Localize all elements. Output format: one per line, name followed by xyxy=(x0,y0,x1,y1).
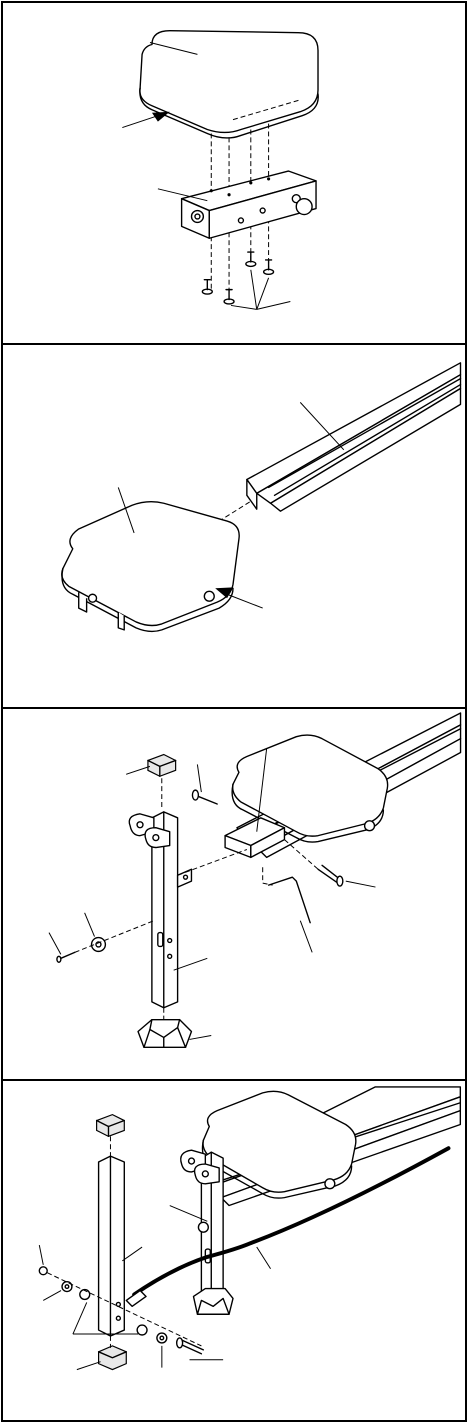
small-bolt xyxy=(57,952,75,962)
bolt-long xyxy=(192,790,217,804)
cross-alignment-line xyxy=(178,849,247,875)
callout-bottom-cap-leader xyxy=(77,1362,101,1370)
bottom-cap xyxy=(99,1346,127,1370)
spacer-right xyxy=(137,1325,147,1335)
step-4-panel xyxy=(1,1079,467,1422)
callout-bolt-leader xyxy=(197,764,201,792)
callout-screws-leader xyxy=(231,270,290,310)
wrench-alignment-line xyxy=(263,867,273,885)
callout-cable-leader xyxy=(257,1247,271,1269)
knob-alignment-line xyxy=(75,921,154,953)
step-1-panel xyxy=(1,1,467,345)
nut-left xyxy=(39,1267,47,1275)
callout-foot-leader xyxy=(189,1035,211,1039)
end-cap xyxy=(148,755,176,777)
step-3-drawing xyxy=(3,709,465,1079)
leg-foot xyxy=(138,1020,191,1048)
callout-nut-leader xyxy=(39,1245,43,1265)
washer-right xyxy=(157,1333,167,1343)
mounting-screws xyxy=(202,252,273,304)
end-cap xyxy=(97,1115,125,1137)
step-3-panel xyxy=(1,707,467,1081)
callout-washer-leader xyxy=(43,1291,61,1301)
bolt-rear xyxy=(177,1338,204,1354)
washer-left xyxy=(62,1282,72,1292)
callout-rear-leg-leader xyxy=(122,1247,142,1261)
step-2-panel xyxy=(1,343,467,709)
callout-knob-leader xyxy=(85,913,95,937)
carriage-bracket xyxy=(182,171,316,238)
seat-assembly xyxy=(62,502,239,632)
rear-leg xyxy=(99,1156,125,1336)
callout-bolt-right-leader xyxy=(346,881,376,887)
callout-leg-leader xyxy=(174,958,208,970)
step-2-drawing xyxy=(3,345,465,707)
arrow-seat-underside xyxy=(122,112,169,128)
callout-cap-leader xyxy=(126,766,150,774)
bolt-right xyxy=(318,865,343,886)
front-leg xyxy=(129,812,191,1008)
step-4-drawing xyxy=(3,1081,465,1420)
step-1-drawing xyxy=(3,3,465,343)
callout-small-bolt-leader xyxy=(49,933,61,955)
allen-wrench xyxy=(269,877,311,923)
callout-wrench-leader xyxy=(300,921,312,953)
seat-rail xyxy=(247,363,461,511)
